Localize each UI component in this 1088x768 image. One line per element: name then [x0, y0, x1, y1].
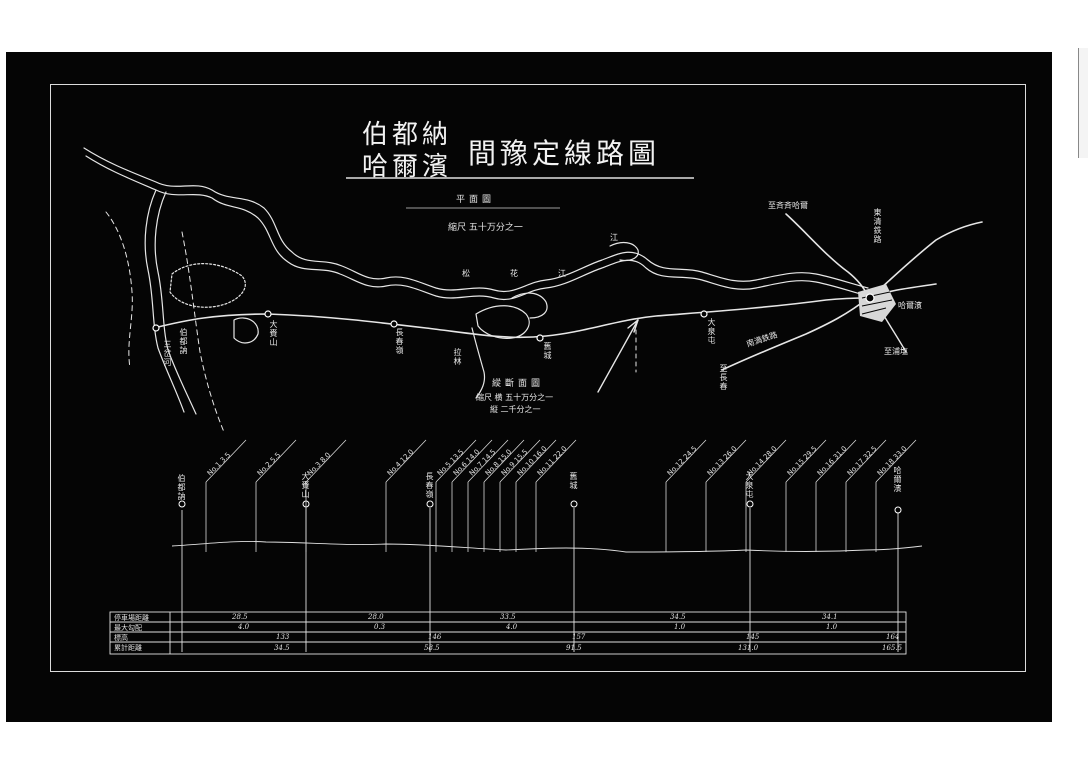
km-tick-slash — [705, 439, 747, 483]
km-tick-label: No.13 26.0 — [706, 445, 739, 478]
km-tick-slash — [435, 439, 477, 483]
km-tick-slash — [875, 439, 917, 483]
profile-station-5: 大泉屯 — [745, 472, 754, 499]
table-elevation-4: 145 — [746, 633, 760, 641]
table-elevation-3: 157 — [572, 633, 586, 641]
plan-view-drawing — [83, 147, 983, 433]
profile-scale-v: 縦 二千分之一 — [490, 405, 541, 414]
table-row-label-4: 累計距離 — [114, 644, 142, 652]
profile-view-heading: 縱斷面圖 — [492, 379, 545, 389]
profile-station-2: 大賚山 — [301, 472, 310, 499]
station-daquantun — [700, 310, 708, 318]
river-bank-north — [83, 147, 869, 292]
table-cumulative-5: 165.5 — [882, 644, 903, 652]
table-distance-5: 34.1 — [822, 613, 838, 621]
km-tick-label: No.4 12.0 — [386, 448, 416, 478]
profile-station-6: 哈爾濱 — [893, 466, 902, 493]
profile-station-4: 舊城 — [569, 472, 578, 490]
label-lajiao: 拉林 — [453, 348, 462, 366]
station-bodune — [152, 324, 160, 332]
label-jiang: 江 — [610, 233, 618, 242]
km-tick-slash — [467, 439, 509, 483]
km-tick-slash — [483, 439, 525, 483]
station-daishan — [264, 310, 272, 318]
plan-view-heading: 平面圖 — [456, 195, 496, 205]
label-changchunling: 長春嶺 — [395, 328, 404, 355]
km-tick-slash — [815, 439, 857, 483]
table-cumulative-1: 34.5 — [274, 644, 290, 652]
km-tick-slash — [385, 439, 427, 483]
title-main: 間豫定線路圖 — [468, 137, 661, 170]
table-gradient-4: 1.0 — [674, 623, 686, 631]
km-tick-slash — [305, 439, 347, 483]
label-bodune: 伯都訥 — [179, 328, 188, 355]
km-tick-label: No.2 5.5 — [256, 451, 282, 477]
km-tick-label: No.12 24.5 — [666, 445, 699, 478]
label-to-qiqihar: 至斉斉哈爾 — [768, 201, 808, 210]
table-row-label-1: 停車場距離 — [114, 614, 149, 622]
table-row-label-3: 標高 — [114, 634, 128, 642]
km-tick-slash — [451, 439, 493, 483]
km-tick-label: No.1 3.5 — [206, 451, 232, 477]
km-tick-slash — [845, 439, 887, 483]
table-gradient-2: 0.3 — [374, 623, 386, 631]
label-cn-rail: 東清鉄路 — [873, 208, 882, 244]
station-changchunling — [390, 320, 398, 328]
km-tick-label: No.15 29.5 — [786, 445, 819, 478]
title-line2: 哈爾濱 — [362, 152, 453, 182]
table-gradient-1: 4.0 — [238, 623, 250, 631]
adjacent-sheet-edge — [1078, 48, 1088, 158]
table-row-label-2: 最大勾配 — [114, 624, 142, 632]
km-tick-slash — [665, 439, 707, 483]
km-tick-slash — [255, 439, 297, 483]
table-gradient-5: 1.0 — [826, 623, 838, 631]
label-harbin: 哈爾濱 — [898, 301, 922, 310]
table-elevation-5: 164 — [886, 633, 900, 641]
km-tick-slash — [785, 439, 827, 483]
km-tick-slash — [205, 439, 247, 483]
label-daishan: 大賚山 — [269, 320, 278, 347]
table-cumulative-3: 91.5 — [566, 644, 582, 652]
table-elevation-1: 133 — [276, 633, 290, 641]
label-jiucheng: 舊城 — [543, 342, 552, 360]
table-cumulative-4: 131.0 — [738, 644, 759, 652]
table-distance-1: 28.5 — [232, 613, 248, 621]
title-line1: 伯都納 — [362, 120, 453, 150]
km-tick-label: No.17 32.5 — [846, 445, 879, 478]
river-bank-south — [85, 155, 869, 300]
label-daquantun: 大泉屯 — [707, 318, 716, 345]
table-gradient-3: 4.0 — [506, 623, 518, 631]
label-to-vladivostok: 至浦塩 — [884, 347, 908, 356]
label-songhua: 松花江 — [462, 269, 606, 278]
profile-station-3: 長春嶺 — [425, 472, 434, 499]
table-distance-3: 33.5 — [500, 613, 516, 621]
table-distance-4: 34.5 — [670, 613, 686, 621]
km-tick-label: No.16 31.0 — [816, 445, 849, 478]
km-tick-slash — [745, 439, 787, 483]
ground-profile — [171, 541, 923, 553]
km-tick-slash — [515, 439, 557, 483]
data-table-frame — [109, 611, 907, 655]
station-jiucheng — [536, 334, 544, 342]
profile-station-1: 伯都訥 — [177, 474, 186, 501]
map-frame — [50, 84, 1026, 672]
table-distance-2: 28.0 — [368, 613, 384, 621]
label-to-changchun: 至長春 — [719, 364, 728, 391]
km-tick-slash — [499, 439, 541, 483]
km-tick-slash — [535, 439, 577, 483]
profile-scale-h: 縮尺 横 五十万分之一 — [476, 393, 554, 402]
table-cumulative-2: 58.5 — [424, 644, 440, 652]
plan-view-scale: 縮尺 五十万分之一 — [448, 223, 523, 233]
label-sanchagou: 三岔河 — [163, 340, 172, 367]
station-harbin — [865, 293, 875, 303]
table-elevation-2: 146 — [428, 633, 442, 641]
